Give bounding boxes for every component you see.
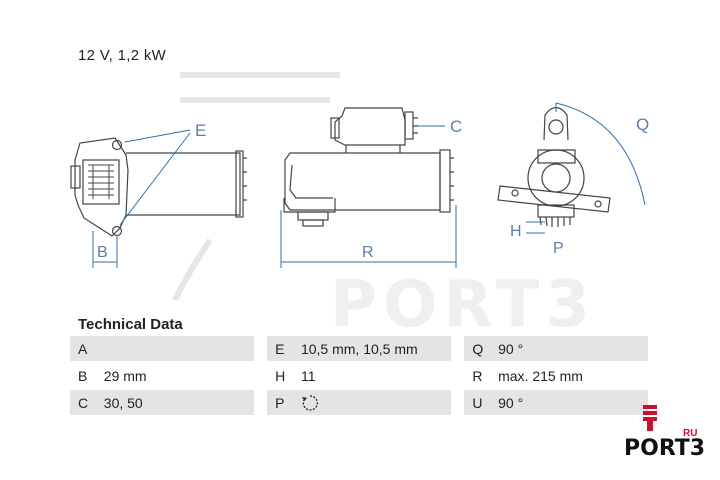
starter-side-view xyxy=(70,129,247,268)
param-value: 30, 50 xyxy=(103,389,254,417)
label-e: E xyxy=(195,121,206,140)
label-h: H xyxy=(510,223,522,240)
param-value xyxy=(103,336,254,363)
label-q: Q xyxy=(636,115,649,134)
table-row: B 29 mm H 11 R max. 215 mm xyxy=(70,362,648,390)
table-row: C 30, 50 P U 90 ° xyxy=(70,389,648,417)
technical-drawing: E B C R xyxy=(70,72,649,300)
param-value: 10,5 mm, 10,5 mm xyxy=(300,336,451,363)
param-key: C xyxy=(70,389,104,417)
param-value: 90 ° xyxy=(498,336,648,363)
param-key: H xyxy=(267,362,301,390)
param-key: R xyxy=(464,362,499,390)
table-row: A E 10,5 mm, 10,5 mm Q 90 ° xyxy=(70,336,648,363)
label-r: R xyxy=(362,244,374,261)
param-key: B xyxy=(70,362,104,390)
param-value: 90 ° xyxy=(498,389,648,417)
param-key: A xyxy=(70,336,104,363)
rotation-direction-icon xyxy=(301,394,318,411)
param-value: 11 xyxy=(300,362,451,390)
logo-text: PORT3 xyxy=(624,436,706,461)
param-key: U xyxy=(464,389,499,417)
logo-ru: RU xyxy=(683,428,698,439)
param-value xyxy=(300,389,451,417)
technical-data-table: A E 10,5 mm, 10,5 mm Q 90 ° B 29 mm H 11… xyxy=(70,336,648,417)
param-key: Q xyxy=(464,336,499,363)
technical-data-title: Technical Data xyxy=(78,316,183,333)
label-p: P xyxy=(553,240,564,257)
starter-end-view xyxy=(497,102,646,234)
param-value: 29 mm xyxy=(103,362,254,390)
spec-title: 12 V, 1,2 kW xyxy=(78,47,167,64)
starter-front-view xyxy=(280,107,457,268)
param-key: E xyxy=(267,336,301,363)
port3-logo-icon xyxy=(643,405,657,431)
label-c: C xyxy=(450,117,462,136)
param-value: max. 215 mm xyxy=(498,362,648,390)
watermark: PORT3 xyxy=(330,268,596,342)
param-key: P xyxy=(267,389,301,417)
label-b: B xyxy=(97,244,108,261)
